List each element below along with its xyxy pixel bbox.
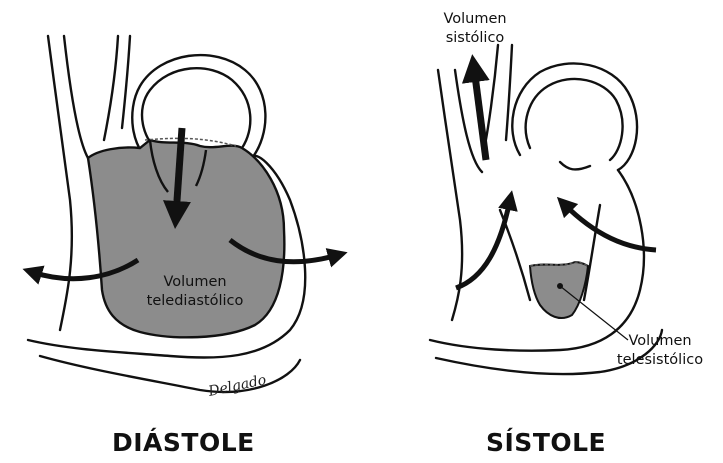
diastole-volume-label-line1: Volumen — [130, 273, 260, 292]
systole-residual-blood — [530, 262, 588, 318]
systole-vessel-outer — [438, 70, 462, 320]
systole-atrium-inner — [526, 79, 623, 160]
systole-endsystolic-label-line2: telesistólico — [600, 351, 720, 370]
diastole-title: DIÁSTOLE — [112, 428, 255, 457]
systole-heart — [430, 45, 662, 374]
diastole-vessel-outer — [48, 36, 72, 330]
systole-stroke-label-line1: Volumen — [420, 10, 530, 29]
diastole-volume-label: Volumen telediastólico — [130, 273, 260, 311]
systole-outflow-arrow — [474, 68, 486, 160]
systole-endsystolic-label-line1: Volumen — [600, 332, 720, 351]
diastole-aorta-left — [104, 36, 118, 140]
systole-chamber-right — [584, 205, 600, 300]
diastole-vessel-inner — [64, 36, 88, 158]
systole-title: SÍSTOLE — [486, 428, 606, 457]
diastole-volume-label-line2: telediastólico — [130, 292, 260, 311]
diastole-aorta-right — [122, 36, 130, 128]
systole-stroke-label-line2: sistólico — [420, 29, 530, 48]
systole-endsystolic-volume-label: Volumen telesistólico — [600, 332, 720, 370]
systole-mitral-valve — [560, 162, 590, 169]
systole-stroke-volume-label: Volumen sistólico — [420, 10, 530, 48]
